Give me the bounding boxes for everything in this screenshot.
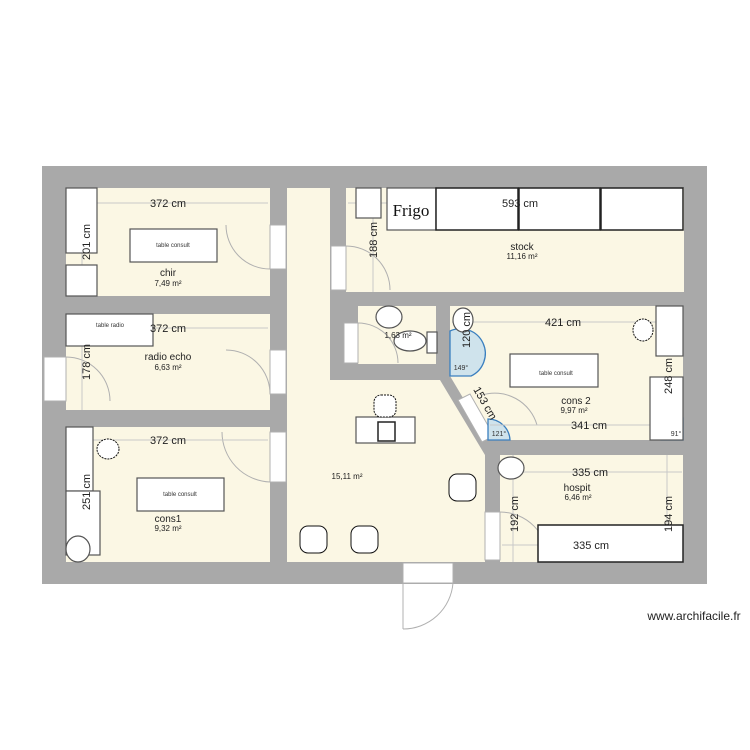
cabinet-stock <box>355 187 382 219</box>
room-area: 11,16 m² <box>507 252 538 261</box>
door-swing <box>225 349 271 395</box>
dim-cons2-right: 248 cm <box>663 358 675 394</box>
label-table: table consult <box>539 371 573 377</box>
dim-hospit-left: 192 cm <box>509 496 521 532</box>
door-cons1[interactable] <box>269 431 287 483</box>
cabinet-cons2 <box>655 305 684 357</box>
chair-icon <box>632 318 654 342</box>
dim-chir-width: 372 cm <box>150 198 186 210</box>
dim-cons2-left: 120 cm <box>461 312 473 348</box>
chair-icon <box>96 438 120 460</box>
door-radio-right[interactable] <box>269 349 287 395</box>
angle-marker-121 <box>487 418 511 441</box>
dim-hospit-right: 194 cm <box>663 496 675 532</box>
dim-cons1-width: 372 cm <box>150 435 186 447</box>
label-table: table consult <box>156 243 190 249</box>
door-swing <box>345 245 391 291</box>
toilet-tank <box>426 331 438 354</box>
angle-label: 121° <box>492 430 507 438</box>
dim-hospit-width: 335 cm <box>572 467 608 479</box>
dim-radio-height: 178 cm <box>81 344 93 380</box>
cabinet-cons1 <box>65 426 94 492</box>
room-area-hall: 15,11 m² <box>332 472 363 481</box>
label-table: table radio <box>96 323 125 329</box>
room-name: radio echo <box>145 352 192 363</box>
dim-cons2-bottom: 341 cm <box>571 420 607 432</box>
shelf <box>600 187 684 231</box>
door-swing <box>225 224 271 270</box>
room-area: 6,63 m² <box>154 363 181 372</box>
cabinet-cons2-b <box>649 376 684 441</box>
room-name: chir <box>160 268 177 279</box>
room-area: 7,49 m² <box>154 279 181 288</box>
dim-stock-width: 593 cm <box>502 198 538 210</box>
shelf <box>518 187 601 231</box>
door-radio-left[interactable] <box>43 356 67 402</box>
computer-icon <box>377 421 396 442</box>
toilet-icon <box>393 330 427 352</box>
bed[interactable] <box>537 524 684 563</box>
door-swing <box>221 431 271 483</box>
room-name: cons1 <box>155 514 182 525</box>
chair-icon <box>373 394 397 418</box>
table-consult-cons1[interactable] <box>136 477 225 512</box>
dim-stock-height: 188 cm <box>368 222 380 258</box>
room-area-wc: 1,63 m² <box>384 331 411 340</box>
room-area: 6,46 m² <box>564 493 591 502</box>
sink-icon <box>65 535 91 563</box>
angle-label: 149° <box>454 364 469 372</box>
room-name: stock <box>510 242 534 253</box>
sink-icon <box>65 264 98 297</box>
label-frigo: Frigo <box>393 201 430 220</box>
room-hall[interactable] <box>287 188 485 562</box>
door-swing <box>65 356 111 402</box>
frigo[interactable] <box>386 187 437 231</box>
sink-icon <box>497 456 525 480</box>
shelf <box>435 187 519 231</box>
label-table: table consult <box>163 492 197 498</box>
dim-cons1-height: 251 cm <box>81 474 93 510</box>
door-wc[interactable] <box>343 322 359 364</box>
room-area: 9,97 m² <box>560 406 587 415</box>
chair-icon <box>448 473 477 502</box>
dim-chir-height: 201 cm <box>81 224 93 260</box>
chair-icon <box>299 525 328 554</box>
dim-hospit-bottom: 335 cm <box>573 540 609 552</box>
room-area: 9,32 m² <box>154 524 181 533</box>
chair-icon <box>350 525 379 554</box>
dim-radio-width: 372 cm <box>150 323 186 335</box>
door-entrance[interactable] <box>402 562 454 584</box>
angle-label: 91° <box>671 430 682 438</box>
door-swing <box>357 322 399 364</box>
sink-icon <box>452 307 474 333</box>
watermark[interactable]: www.archifacile.fr <box>646 609 740 623</box>
door-swing <box>481 392 538 426</box>
table-consult-cons2[interactable] <box>509 353 599 388</box>
door-swing <box>402 582 454 630</box>
dim-cons2-width: 421 cm <box>545 317 581 329</box>
cabinet <box>65 187 98 254</box>
door-stock[interactable] <box>330 245 347 291</box>
table-radio[interactable] <box>65 313 154 347</box>
door-chir[interactable] <box>269 224 287 270</box>
sink-icon <box>375 305 403 329</box>
door-hospit[interactable] <box>484 511 501 561</box>
room-name: cons 2 <box>561 396 591 407</box>
table-consult-chir[interactable] <box>129 228 218 263</box>
room-name: hospit <box>564 483 591 494</box>
